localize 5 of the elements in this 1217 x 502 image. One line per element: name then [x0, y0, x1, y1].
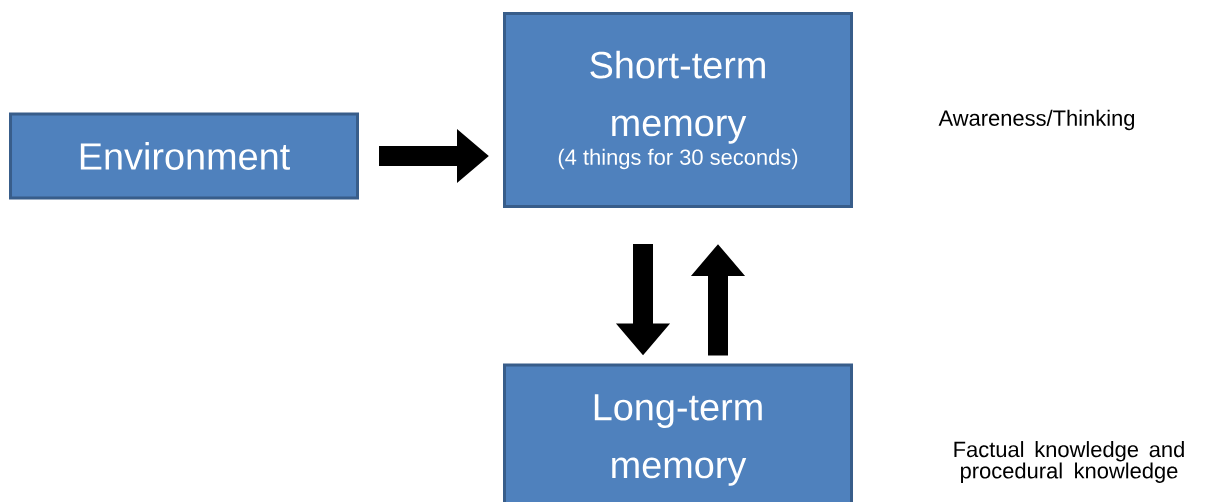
memory-box: Short-term memory (4 things for 30 seconds)	[503, 12, 853, 208]
side-note: Awareness/Thinking	[938, 109, 1135, 131]
side-note: Factual knowledge and procedural knowledge	[954, 441, 1184, 483]
memory-box: Long-term memory	[503, 363, 853, 502]
memory-box: Environment	[9, 112, 359, 200]
